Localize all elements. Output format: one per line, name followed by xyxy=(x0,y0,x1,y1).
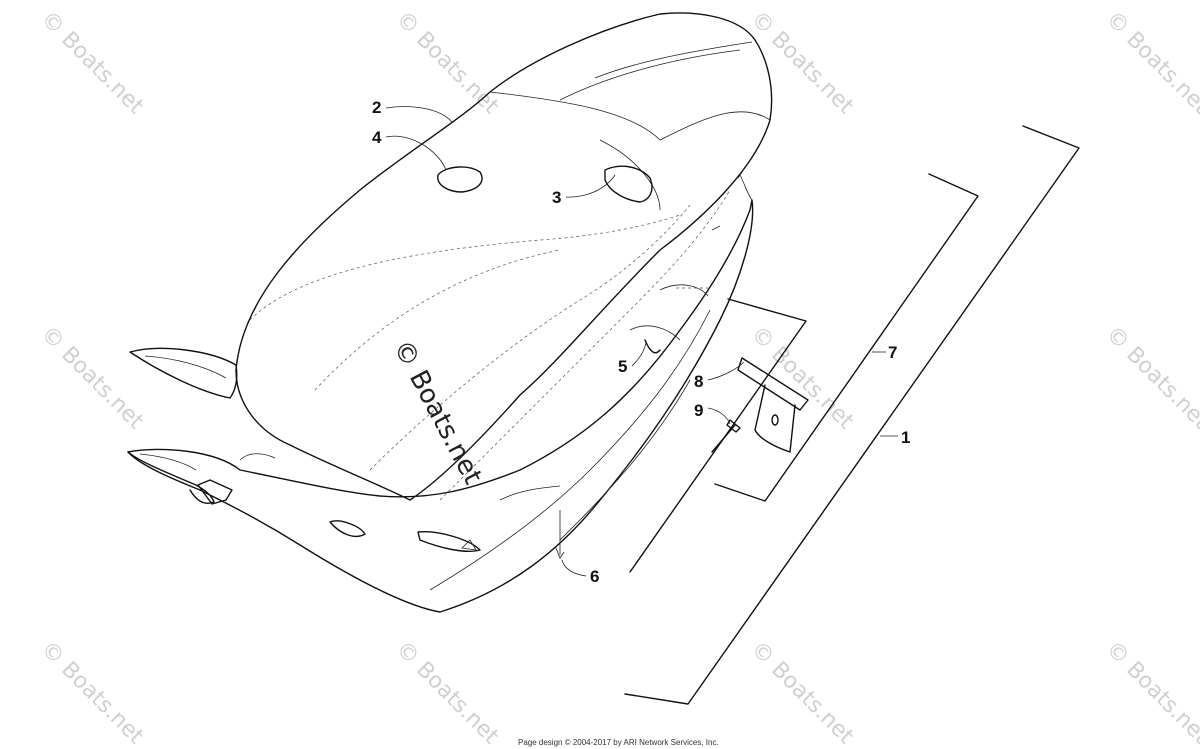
callout-4[interactable]: 4 xyxy=(372,128,382,147)
watermark-text: © Boats.net xyxy=(746,322,859,435)
seat-stitch-line xyxy=(249,214,681,321)
leader-4 xyxy=(385,135,447,171)
seat-stitch-line xyxy=(369,204,691,471)
base-body-detail xyxy=(629,325,681,341)
side-vent xyxy=(329,520,366,538)
seat-rear-stitch xyxy=(594,41,753,79)
watermark-text: © Boats.net xyxy=(746,7,859,120)
watermark-text: © Boats.net xyxy=(1101,7,1200,120)
clip-part xyxy=(644,339,661,354)
seat-panel-seam xyxy=(599,139,661,211)
side-vent-slot xyxy=(461,539,477,551)
bracket-hole xyxy=(771,414,779,426)
leader-3 xyxy=(565,174,616,198)
seat-stitch-line xyxy=(439,189,731,501)
seat-base-edge xyxy=(737,171,743,179)
bracket-leg xyxy=(754,384,796,453)
left-lower-wing-vent xyxy=(139,453,197,471)
group-bracket-1 xyxy=(624,125,1080,705)
base-slot xyxy=(711,225,721,231)
page-footer: Page design © 2004-2017 by ARI Network S… xyxy=(518,738,719,747)
callouts: 2 4 3 5 8 9 7 1 6 xyxy=(372,98,910,586)
seat-base-inner xyxy=(429,309,711,591)
left-lower-wing xyxy=(127,451,215,504)
seat-base-inner xyxy=(559,379,691,541)
watermark-text: © Boats.net xyxy=(1101,637,1200,749)
seat-stitch-line xyxy=(314,249,561,391)
callout-9[interactable]: 9 xyxy=(694,401,703,420)
seat-base-edge xyxy=(739,174,753,201)
seat-rear-stitch-2 xyxy=(559,49,741,101)
callout-8[interactable]: 8 xyxy=(694,372,703,391)
callout-7[interactable]: 7 xyxy=(888,343,897,362)
watermark-text: © Boats.net xyxy=(391,637,504,749)
base-body-detail xyxy=(659,284,709,297)
left-upper-wing xyxy=(129,347,238,399)
seat-top-outline xyxy=(235,12,773,501)
fastener-part xyxy=(555,510,565,559)
leader-8 xyxy=(707,361,745,381)
left-bumper xyxy=(197,479,233,505)
leader-lines xyxy=(385,106,898,577)
side-vent xyxy=(417,531,481,552)
center-watermark: © Boats.net xyxy=(387,335,488,489)
callout-1[interactable]: 1 xyxy=(901,428,910,447)
seat-side-outline xyxy=(235,369,411,501)
callout-6[interactable]: 6 xyxy=(590,567,599,586)
callout-2[interactable]: 2 xyxy=(372,98,381,117)
watermark-text: © Boats.net xyxy=(391,7,504,120)
seat-assembly xyxy=(127,12,809,613)
seat-patch xyxy=(437,166,483,193)
left-upper-wing-detail xyxy=(144,355,227,379)
seat-strap xyxy=(604,165,653,203)
base-curve xyxy=(499,485,561,501)
group-bracket-inner xyxy=(629,298,807,573)
leader-5 xyxy=(631,341,647,367)
group-brackets xyxy=(624,125,1080,705)
watermark-text: © Boats.net xyxy=(1101,322,1200,435)
leader-9 xyxy=(707,407,731,425)
leader-6 xyxy=(561,559,587,577)
callout-3[interactable]: 3 xyxy=(552,188,561,207)
group-bracket-7 xyxy=(714,173,979,502)
watermark-text: © Boats.net xyxy=(36,7,149,120)
left-rear-tab xyxy=(239,453,276,461)
leader-2 xyxy=(385,106,453,123)
watermark-text: © Boats.net xyxy=(36,637,149,749)
watermark-text: © Boats.net xyxy=(36,322,149,435)
watermark-text: © Boats.net xyxy=(746,637,859,749)
background-watermarks: © Boats.net © Boats.net © Boats.net © Bo… xyxy=(36,7,1200,749)
seat-base-pan xyxy=(127,199,754,613)
callout-5[interactable]: 5 xyxy=(618,357,627,376)
seat-rear-hump xyxy=(489,91,771,141)
